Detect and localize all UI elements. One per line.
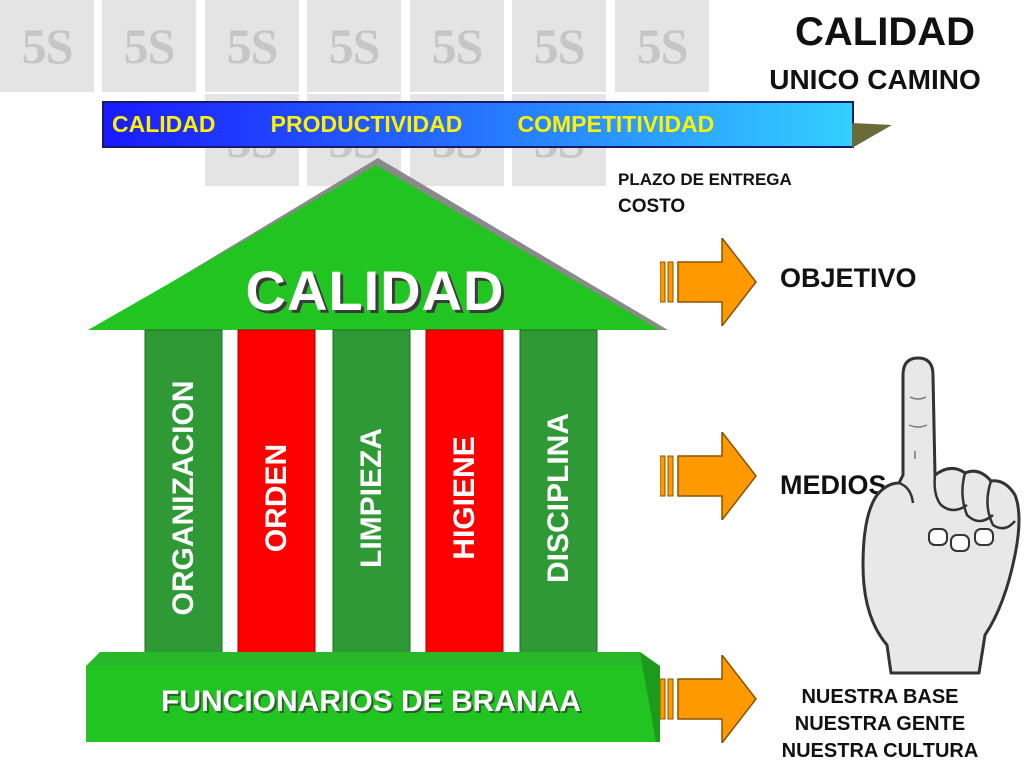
pillar-label-disciplina: DISCIPLINA — [542, 413, 575, 584]
medios-label: MEDIOS — [780, 470, 887, 500]
banner-text: CALIDAD PRODUCTIVIDAD COMPETITIVIDAD — [112, 111, 715, 137]
pillar-limpieza — [332, 329, 411, 667]
roof — [88, 165, 660, 330]
base-text-block: NUESTRA BASE NUESTRA GENTE NUESTRA CULTU… — [780, 684, 980, 765]
watermark-tile: 5S — [512, 0, 606, 92]
page-title: CALIDAD — [795, 10, 975, 54]
arrow-right-icon — [660, 432, 757, 520]
roof-label: CALIDAD — [245, 259, 505, 322]
arrow-right-icon — [660, 655, 757, 743]
watermark-tile: 5S — [615, 0, 709, 92]
watermark-tile: 5S — [307, 0, 401, 92]
pillar-orden — [237, 329, 316, 667]
temple-diagram — [86, 158, 668, 742]
base-line: NUESTRA CULTURA — [781, 740, 979, 762]
pillar-disciplina — [519, 329, 598, 667]
plazo-label: PLAZO DE ENTREGA — [618, 170, 792, 189]
pillar-label-organizacion: ORGANIZACION — [167, 380, 200, 616]
pillar-organizacion — [144, 329, 223, 667]
base-side — [640, 652, 660, 742]
objetivo-label: OBJETIVO — [780, 263, 917, 293]
base-top — [86, 652, 660, 666]
watermark-tile: 5S — [205, 0, 299, 92]
banner-bar — [102, 101, 854, 148]
page-subtitle: UNICO CAMINO — [769, 64, 981, 95]
base — [86, 666, 656, 742]
pillar-label-limpieza: LIMPIEZA — [355, 428, 388, 568]
banner-shadow-wedge — [852, 123, 892, 148]
pillar-label-higiene: HIGIENE — [448, 436, 481, 560]
pointing-finger-icon — [861, 356, 1021, 675]
pillar-higiene — [425, 329, 504, 667]
costo-label: COSTO — [618, 196, 686, 217]
pillar-label-orden: ORDEN — [260, 443, 293, 553]
base-label: FUNCIONARIOS DE BRANAA — [161, 685, 581, 718]
arrow-right-icon — [660, 238, 757, 326]
base-line: NUESTRA GENTE — [794, 713, 966, 735]
base-line: NUESTRA BASE — [801, 686, 959, 708]
watermark-tile: 5S — [0, 0, 94, 92]
watermark-tile: 5S — [102, 0, 196, 92]
watermark-tile: 5S — [410, 0, 504, 92]
